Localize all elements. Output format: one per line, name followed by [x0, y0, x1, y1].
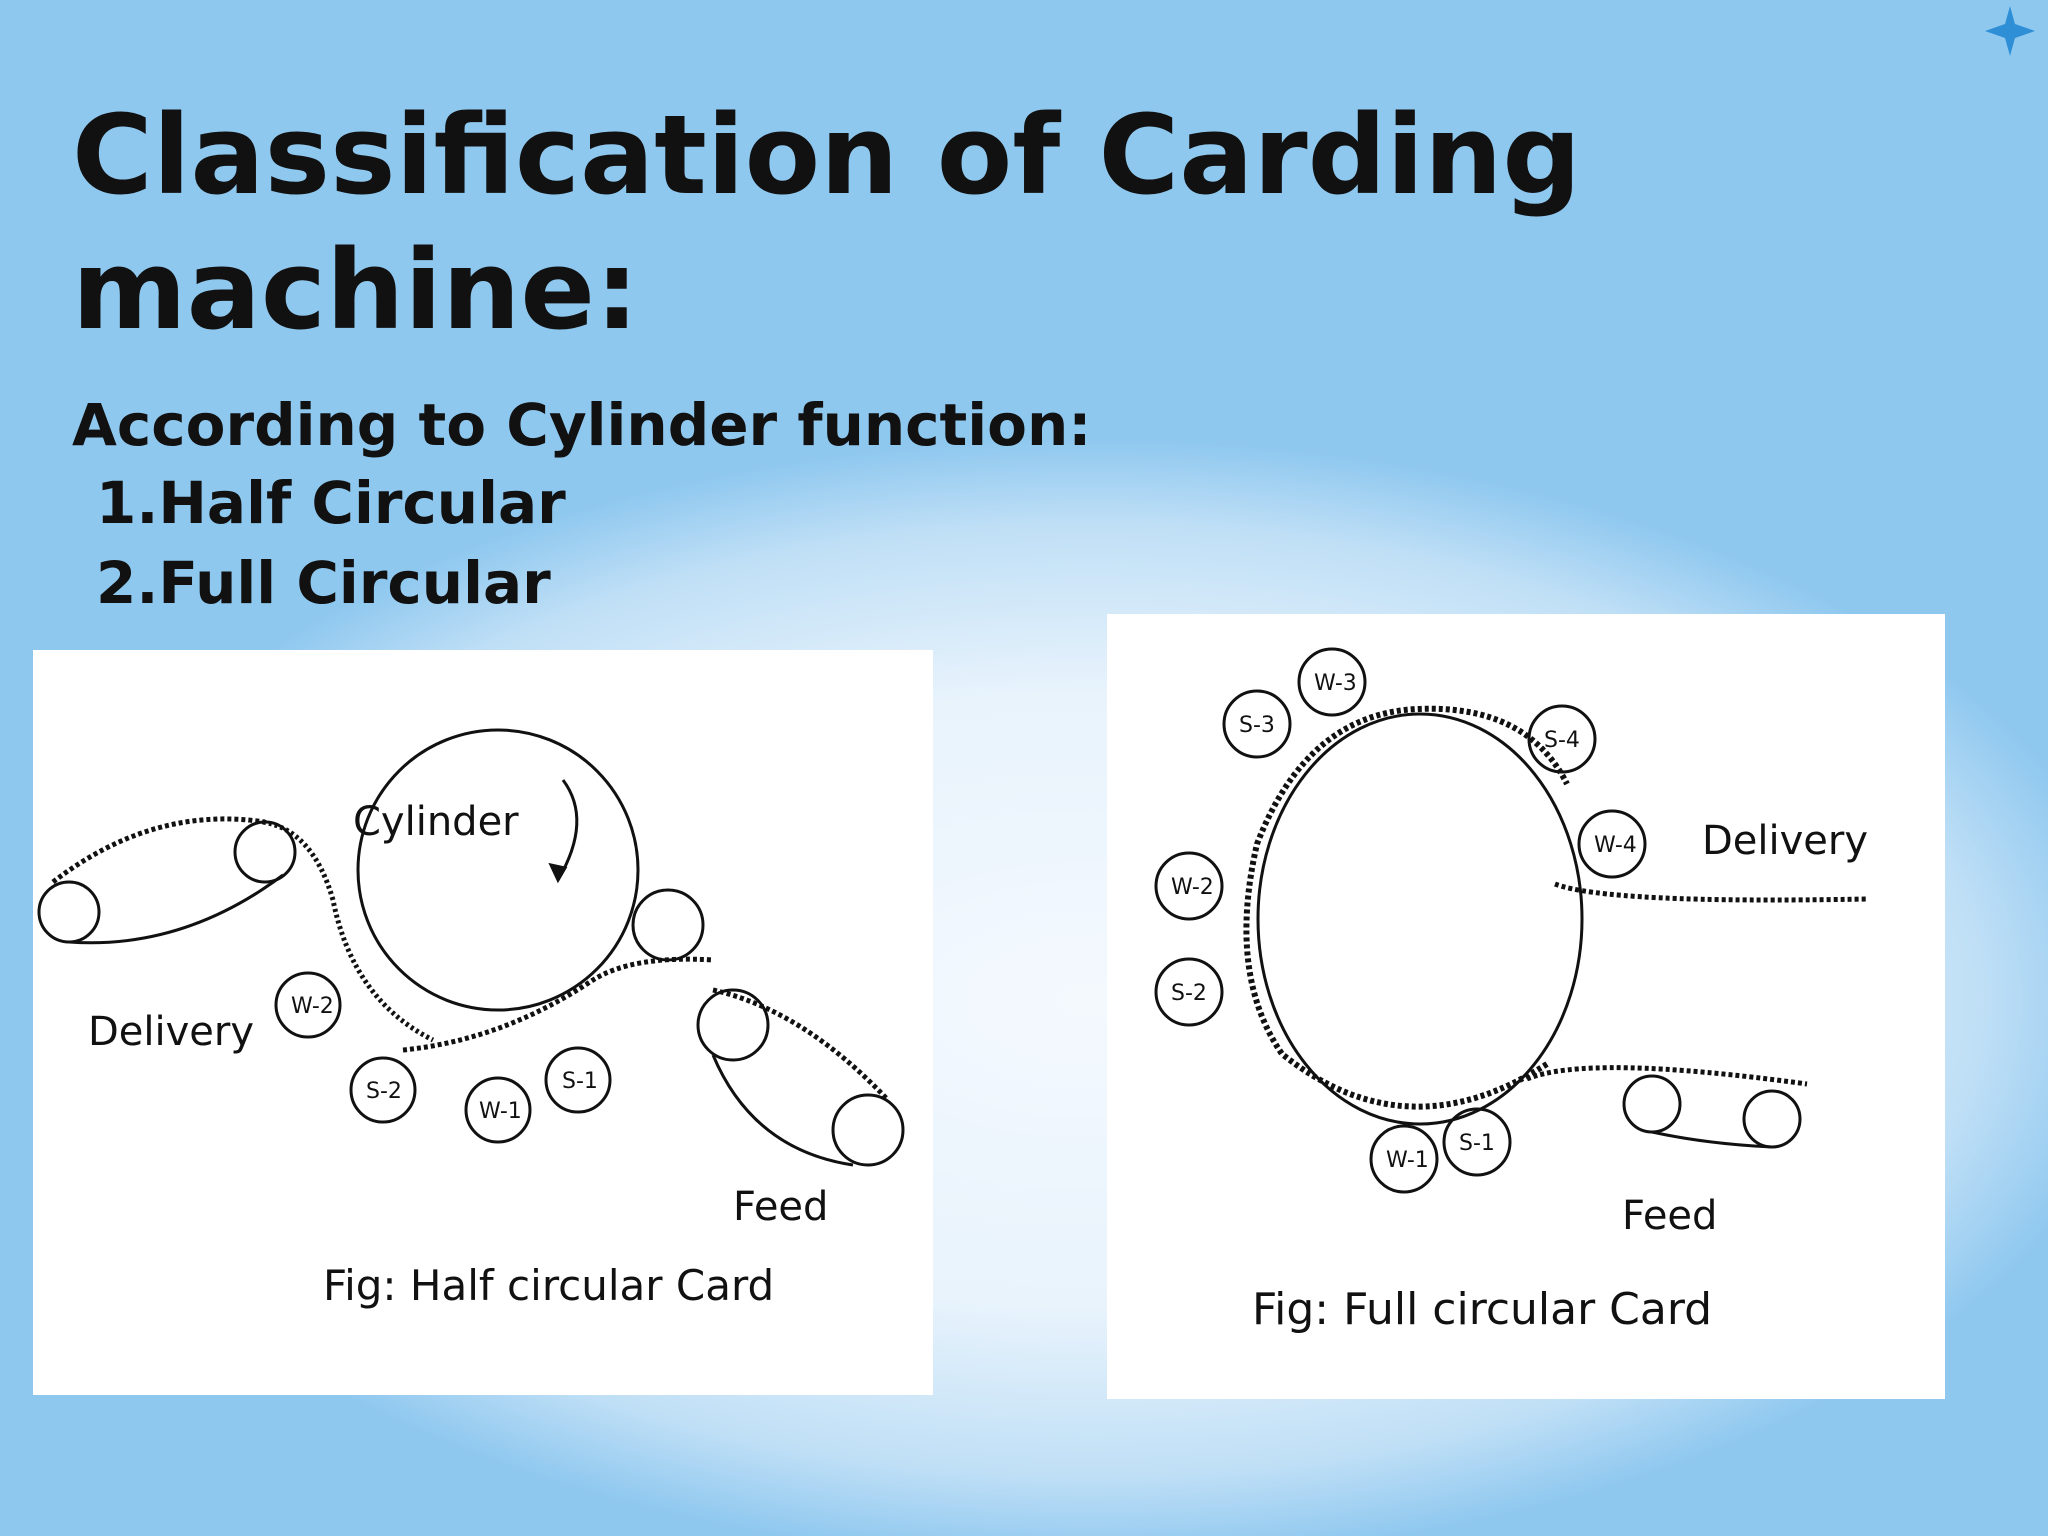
rotation-arrow-head: [548, 862, 568, 884]
roller-top: [631, 888, 705, 962]
roller-label-s2: S-2: [366, 1079, 402, 1104]
delivery-label: Delivery: [1702, 818, 1868, 864]
full-circular-card-figure: Delivery Feed W-3 S-3 S-4 W-4 W-2 S-2 W-…: [1107, 614, 1945, 1399]
roller-s3: [1222, 689, 1292, 759]
list-item-full-circular: 2.Full Circular: [96, 549, 551, 617]
rotation-arrow: [556, 779, 579, 881]
roller-label-w2: W-2: [1171, 875, 1214, 900]
list-item-half-circular: 1.Half Circular: [96, 469, 566, 537]
roller-s1: [1442, 1107, 1512, 1177]
roller-label-s4: S-4: [1544, 728, 1580, 753]
roller-label-w4: W-4: [1594, 833, 1637, 858]
cylinder-label: Cylinder: [353, 799, 519, 845]
slide-title: Classification of Carding machine:: [72, 91, 1582, 354]
delivery-web: [1554, 881, 1868, 903]
roller-s4: [1527, 704, 1597, 774]
main-cylinder-body: [1256, 712, 1584, 1126]
half-circular-card-figure: Cylinder W-2 S-2 W-1 S-1 Delivery Feed F…: [33, 650, 933, 1395]
roller-w2: [274, 971, 342, 1039]
feed-belt: [1526, 1065, 1808, 1149]
figure-caption: Fig: Half circular Card: [323, 1261, 774, 1310]
roller-s1: [544, 1046, 612, 1114]
roller-w1: [464, 1076, 532, 1144]
slide-subtitle: According to Cylinder function:: [72, 391, 1092, 459]
roller-label-s2: S-2: [1171, 981, 1207, 1006]
roller-w2: [1154, 851, 1224, 921]
roller-label-s3: S-3: [1239, 713, 1275, 738]
roller-label-w1: W-1: [1386, 1148, 1429, 1173]
web-under-cylinder: [402, 956, 714, 1053]
decorative-star-icon: [1985, 6, 2035, 56]
delivery-belt: [37, 816, 297, 945]
roller-s2: [1154, 957, 1224, 1027]
feed-belt: [696, 987, 905, 1167]
web-path-top: [262, 819, 435, 1043]
roller-label-w1: W-1: [479, 1099, 522, 1124]
roller-w1: [1369, 1124, 1439, 1194]
roller-label-w3: W-3: [1314, 671, 1357, 696]
roller-label-s1: S-1: [1459, 1131, 1495, 1156]
feed-label: Feed: [1622, 1193, 1717, 1239]
figure-caption: Fig: Full circular Card: [1252, 1284, 1712, 1335]
roller-w4: [1577, 809, 1647, 879]
roller-label-s1: S-1: [562, 1069, 598, 1094]
main-cylinder: [356, 728, 640, 1012]
web-around-cylinder: [1243, 705, 1570, 1110]
roller-label-w2: W-2: [291, 994, 334, 1019]
roller-s2: [349, 1056, 417, 1124]
delivery-label: Delivery: [88, 1009, 254, 1055]
feed-label: Feed: [733, 1184, 828, 1230]
roller-w3: [1297, 647, 1367, 717]
